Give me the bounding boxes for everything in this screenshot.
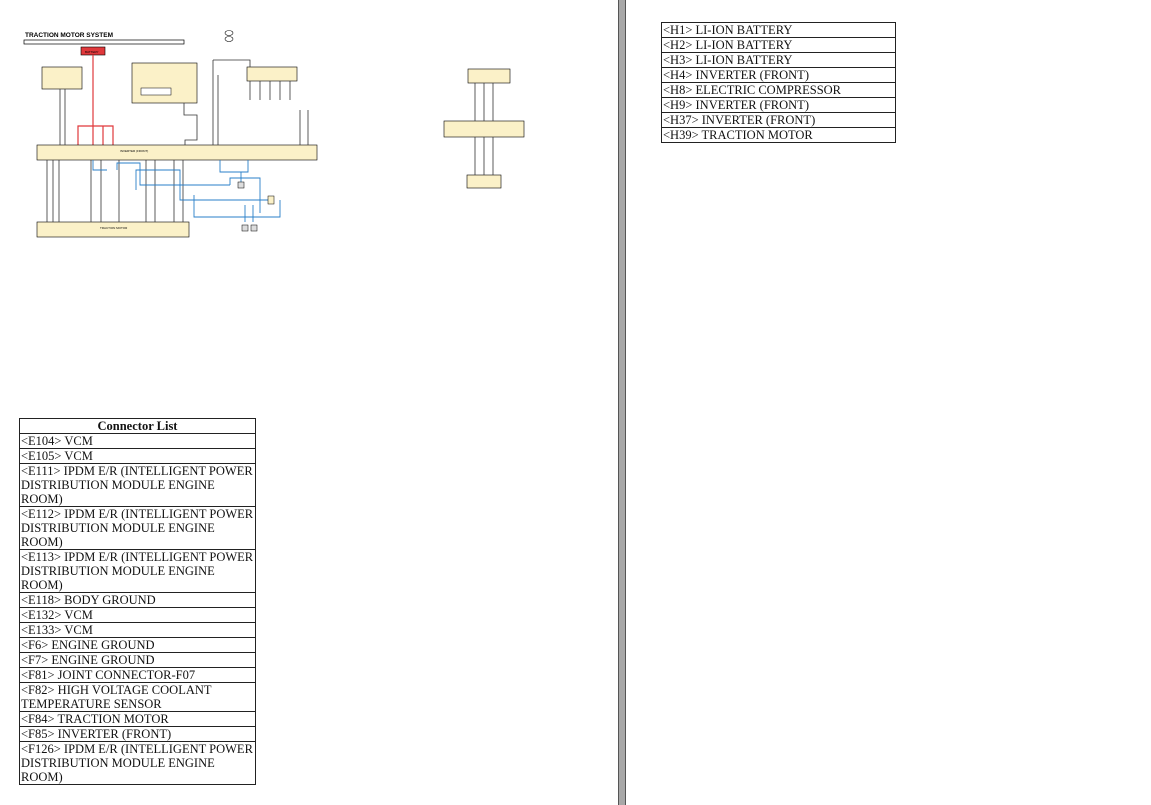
connector-list-table: Connector List <E104> VCM <E105> VCM <E1… xyxy=(19,418,256,785)
ground-icon xyxy=(250,224,258,232)
legend-icon xyxy=(224,36,234,42)
table-row: <E104> VCM xyxy=(19,433,256,449)
table-row: <F84> TRACTION MOTOR xyxy=(19,711,256,727)
wiring-diagram: TRACTION MOTOR SYSTEM BATTERY INVERTER (… xyxy=(23,30,525,238)
legend-icon xyxy=(224,30,234,36)
li-ion-battery-box xyxy=(466,174,502,189)
hv-wires xyxy=(474,83,494,175)
traction-motor-label: TRACTION MOTOR xyxy=(100,226,128,230)
inverter-box xyxy=(36,144,318,161)
signal-wires xyxy=(46,59,309,222)
power-wires xyxy=(77,55,114,145)
table-row: <E105> VCM xyxy=(19,448,256,464)
ground-wires xyxy=(92,160,281,222)
diagram-subtitle-box xyxy=(23,39,185,45)
table-row: <F7> ENGINE GROUND xyxy=(19,652,256,668)
table-row: <E112> IPDM E/R (INTELLIGENT POWER DISTR… xyxy=(19,506,256,550)
table-row: <F6> ENGINE GROUND xyxy=(19,637,256,653)
coolant-sensor-box xyxy=(41,66,83,90)
table-row: <E133> VCM xyxy=(19,622,256,638)
page-divider xyxy=(618,0,626,805)
connector-list-table-continued: <H1> LI-ION BATTERY <H2> LI-ION BATTERY … xyxy=(661,22,896,143)
battery-label: BATTERY xyxy=(85,50,99,54)
document-page-1: TRACTION MOTOR SYSTEM BATTERY INVERTER (… xyxy=(19,30,525,785)
table-row: <E113> IPDM E/R (INTELLIGENT POWER DISTR… xyxy=(19,549,256,593)
table-row: <H8> ELECTRIC COMPRESSOR xyxy=(661,82,896,98)
joint-connector xyxy=(267,195,275,205)
table-row: <E132> VCM xyxy=(19,607,256,623)
ground-icon xyxy=(241,224,249,232)
diagram-title: TRACTION MOTOR SYSTEM xyxy=(25,32,113,39)
table-row: <H1> LI-ION BATTERY xyxy=(661,22,896,38)
table-row: <H37> INVERTER (FRONT) xyxy=(661,112,896,128)
table-row: <H39> TRACTION MOTOR xyxy=(661,127,896,143)
table-row: <H4> INVERTER (FRONT) xyxy=(661,67,896,83)
connector-list-header: Connector List xyxy=(19,418,256,434)
vcm-box xyxy=(246,66,298,82)
table-row: <E111> IPDM E/R (INTELLIGENT POWER DISTR… xyxy=(19,463,256,507)
inverter-box-2 xyxy=(443,120,525,138)
table-row: <F82> HIGH VOLTAGE COOLANT TEMPERATURE S… xyxy=(19,682,256,712)
compressor-box xyxy=(467,68,511,84)
table-row: <F126> IPDM E/R (INTELLIGENT POWER DISTR… xyxy=(19,741,256,785)
ground-icon xyxy=(237,181,245,189)
table-row: <E118> BODY GROUND xyxy=(19,592,256,608)
table-row: <F85> INVERTER (FRONT) xyxy=(19,726,256,742)
traction-motor-box xyxy=(36,221,190,238)
ipdm-box xyxy=(131,62,198,104)
inverter-label: INVERTER (FRONT) xyxy=(120,149,148,153)
cpu-box xyxy=(140,87,172,96)
table-row: <H2> LI-ION BATTERY xyxy=(661,37,896,53)
table-row: <H9> INVERTER (FRONT) xyxy=(661,97,896,113)
table-row: <H3> LI-ION BATTERY xyxy=(661,52,896,68)
table-row: <F81> JOINT CONNECTOR-F07 xyxy=(19,667,256,683)
